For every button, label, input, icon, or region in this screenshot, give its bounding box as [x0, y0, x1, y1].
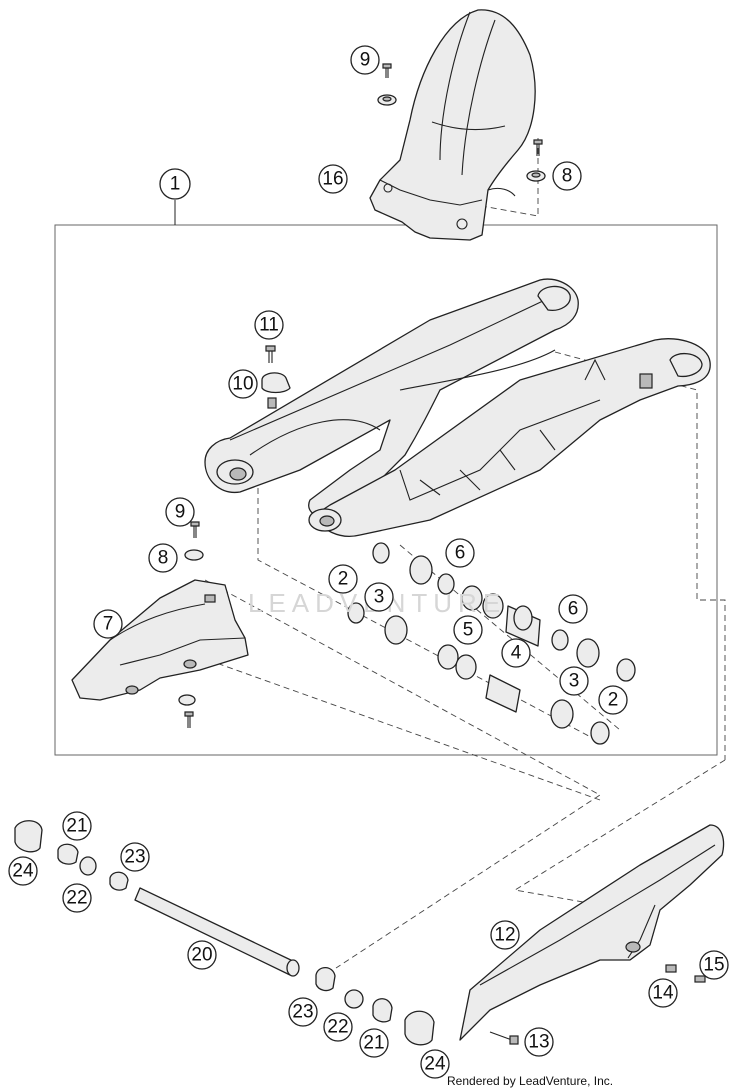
svg-text:13: 13 — [528, 1032, 549, 1053]
svg-text:6: 6 — [455, 543, 466, 564]
svg-text:22: 22 — [66, 888, 87, 909]
swingarm — [204, 278, 711, 537]
rear-axle-group — [14, 820, 435, 1046]
svg-text:9: 9 — [175, 502, 186, 523]
svg-text:11: 11 — [259, 315, 279, 336]
callout-8: 8 — [148, 543, 178, 573]
callout-23: 23 — [120, 842, 150, 872]
fender-hardware — [377, 63, 546, 182]
callout-9: 9 — [165, 497, 195, 527]
callout-6: 6 — [445, 538, 475, 568]
svg-text:16: 16 — [322, 169, 343, 190]
svg-text:9: 9 — [360, 50, 371, 71]
callout-14: 14 — [648, 978, 678, 1008]
pivot-bearings — [347, 542, 636, 745]
svg-text:22: 22 — [327, 1017, 348, 1038]
svg-text:21: 21 — [363, 1033, 384, 1054]
callout-15: 15 — [699, 950, 729, 980]
svg-text:23: 23 — [124, 847, 145, 868]
callout-24: 24 — [420, 1049, 450, 1079]
svg-text:14: 14 — [652, 983, 674, 1004]
svg-text:7: 7 — [103, 614, 114, 635]
callout-12: 12 — [490, 920, 520, 950]
callout-5: 5 — [453, 615, 483, 645]
chain-guard — [459, 824, 725, 1045]
svg-text:6: 6 — [568, 599, 579, 620]
svg-text:3: 3 — [374, 587, 385, 608]
svg-text:1: 1 — [170, 174, 181, 195]
callout-2: 2 — [598, 685, 628, 715]
callout-21: 21 — [62, 811, 92, 841]
callout-22: 22 — [323, 1012, 353, 1042]
callout-22: 22 — [62, 883, 92, 913]
svg-text:24: 24 — [12, 861, 34, 882]
callout-20: 20 — [187, 940, 217, 970]
svg-text:24: 24 — [424, 1054, 446, 1075]
callout-10: 10 — [228, 369, 258, 399]
chain-slider — [71, 521, 249, 728]
svg-text:20: 20 — [191, 945, 212, 966]
callout-24: 24 — [8, 856, 38, 886]
callout-16: 16 — [318, 164, 348, 194]
rear-fender — [369, 9, 536, 241]
callout-1: 1 — [159, 168, 191, 200]
callout-4: 4 — [501, 638, 531, 668]
svg-text:5: 5 — [463, 620, 474, 641]
svg-text:2: 2 — [338, 569, 349, 590]
svg-text:21: 21 — [66, 816, 87, 837]
callout-7: 7 — [93, 609, 123, 639]
callout-3: 3 — [559, 666, 589, 696]
svg-text:2: 2 — [608, 690, 619, 711]
callout-13: 13 — [524, 1027, 554, 1057]
callout-11: 11 — [254, 310, 284, 340]
svg-text:8: 8 — [562, 166, 573, 187]
credit-line: Rendered by LeadVenture, Inc. — [447, 1074, 613, 1088]
svg-text:4: 4 — [511, 643, 522, 664]
callout-6: 6 — [558, 594, 588, 624]
bracket-hardware — [261, 345, 291, 394]
callout-21: 21 — [359, 1028, 389, 1058]
svg-text:8: 8 — [158, 548, 169, 569]
svg-text:3: 3 — [569, 671, 580, 692]
svg-text:15: 15 — [703, 955, 724, 976]
callout-23: 23 — [288, 997, 318, 1027]
assembly-lines — [179, 138, 726, 969]
assembly-frame — [54, 224, 718, 756]
callout-9: 9 — [350, 45, 380, 75]
callout-8: 8 — [552, 161, 582, 191]
svg-text:23: 23 — [292, 1002, 313, 1023]
svg-text:12: 12 — [494, 925, 515, 946]
callout-2: 2 — [328, 564, 358, 594]
callout-3: 3 — [364, 582, 394, 612]
svg-text:10: 10 — [232, 374, 253, 395]
